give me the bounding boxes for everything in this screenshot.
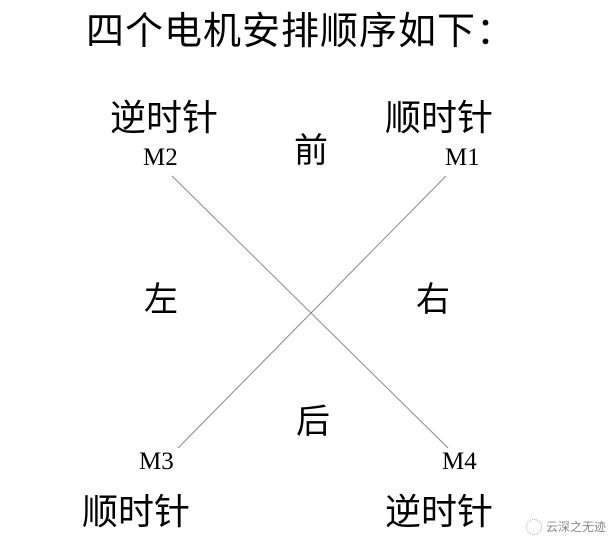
diagonal-m1-m3 xyxy=(177,175,447,449)
direction-left-label: 左 xyxy=(144,280,178,320)
diagonal-m2-m4 xyxy=(171,175,449,449)
motor-m4-label: M4 xyxy=(442,448,477,475)
direction-front-label: 前 xyxy=(294,131,328,171)
watermark: 云深之无迹 xyxy=(525,519,606,535)
watermark-text: 云深之无迹 xyxy=(545,520,606,534)
motor-m2-label: M2 xyxy=(143,144,178,171)
direction-rear-label: 后 xyxy=(296,402,330,442)
diagram-title: 四个电机安排顺序如下： xyxy=(86,9,516,53)
motor-m3-label: M3 xyxy=(139,448,174,475)
motor-m1-label: M1 xyxy=(445,144,480,171)
m2-rotation-label: 逆时针 xyxy=(110,98,219,139)
wechat-icon xyxy=(525,519,542,535)
m3-rotation-label: 顺时针 xyxy=(82,492,191,533)
m4-rotation-label: 逆时针 xyxy=(385,492,494,533)
m1-rotation-label: 顺时针 xyxy=(385,98,494,139)
direction-right-label: 右 xyxy=(416,280,450,320)
